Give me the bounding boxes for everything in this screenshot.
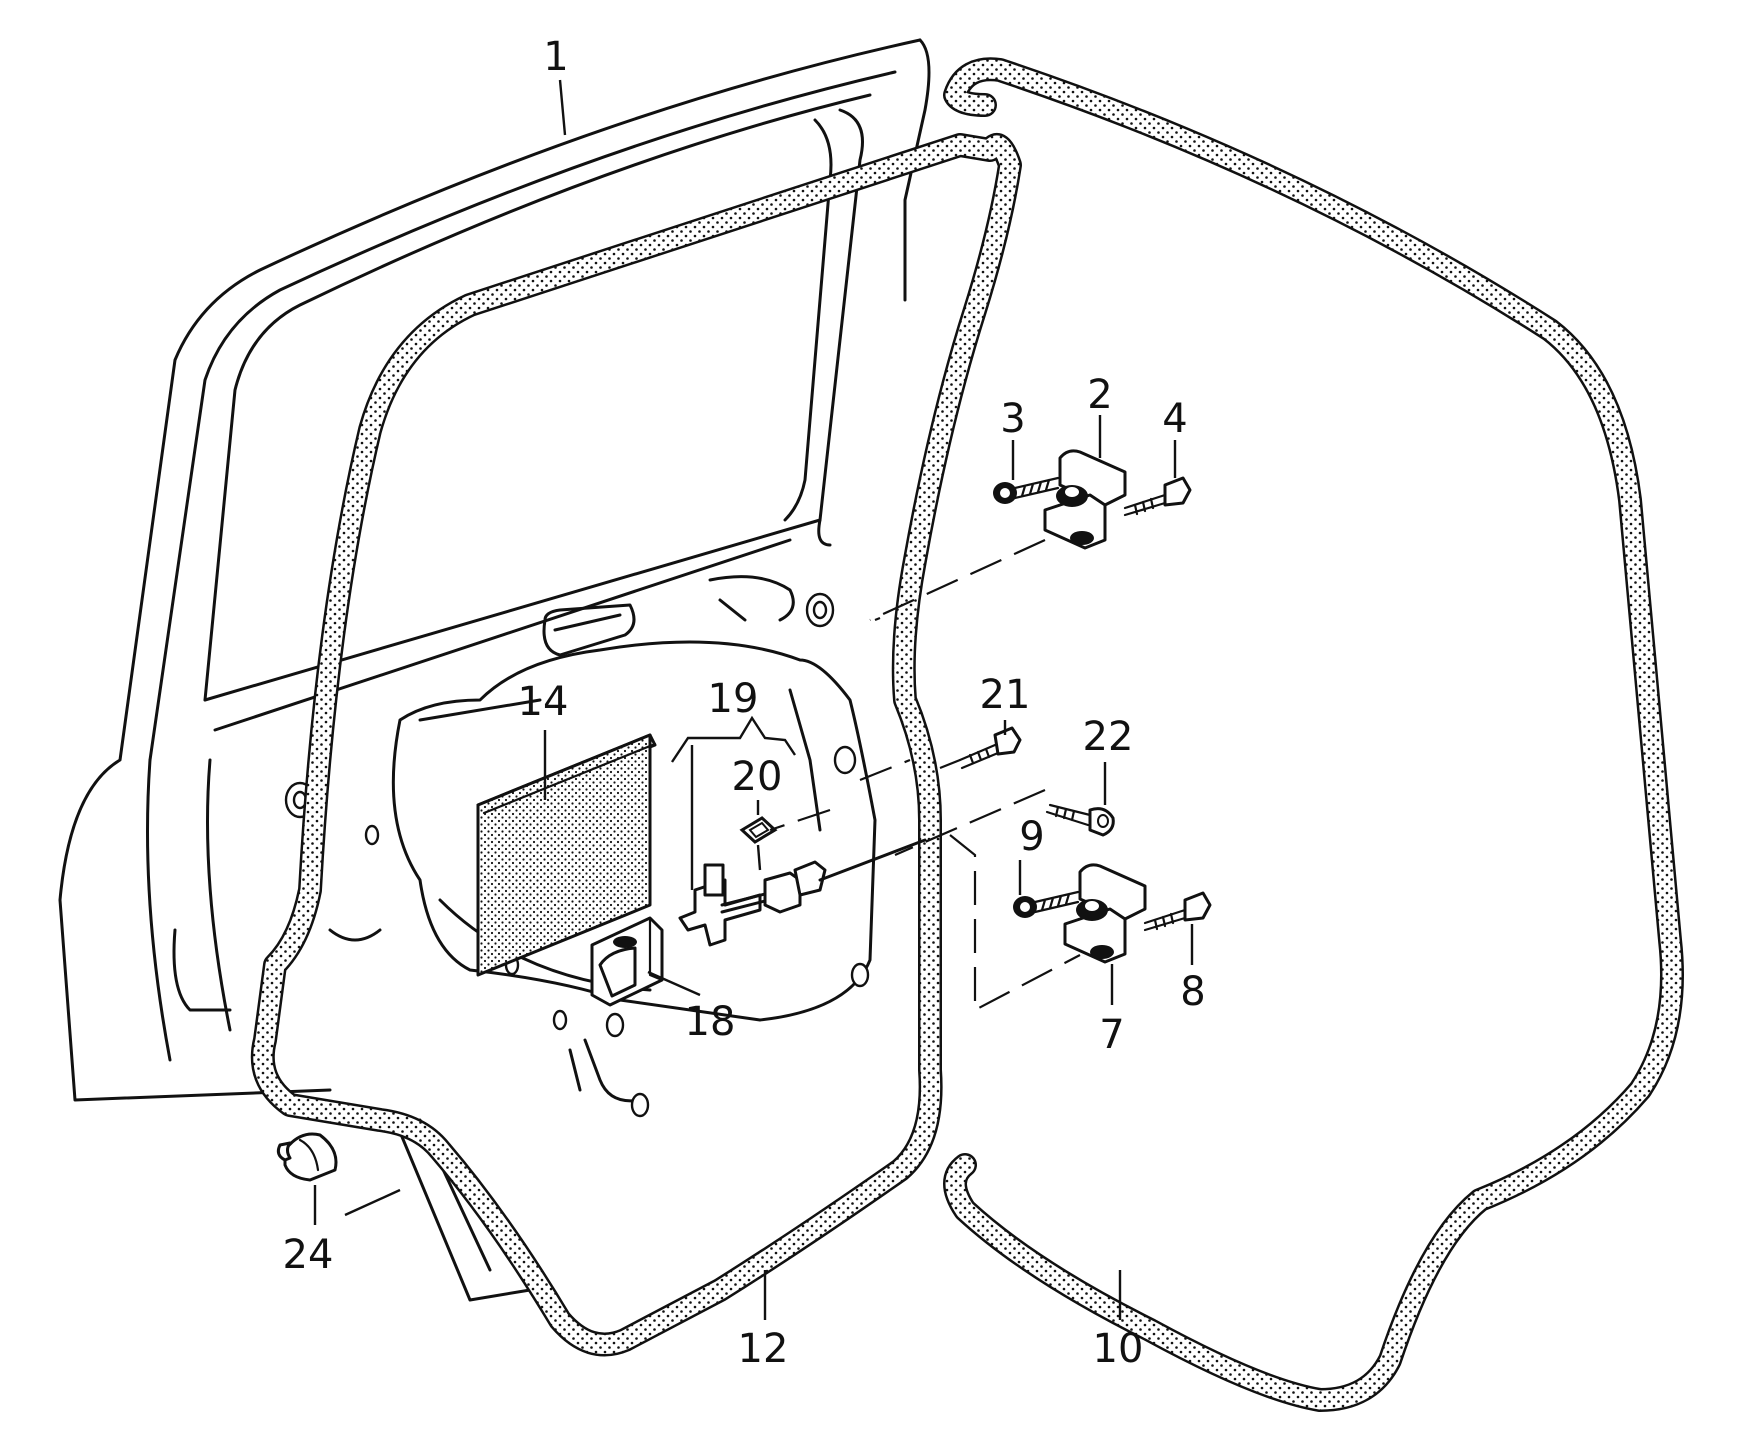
callout-18: 18 xyxy=(685,999,736,1045)
door-stop-bracket xyxy=(590,916,664,1007)
lower-hinge xyxy=(1063,863,1147,964)
door-shell xyxy=(58,38,931,1302)
callout-21: 21 xyxy=(980,672,1031,718)
door-check-strap xyxy=(678,838,927,947)
gasket xyxy=(739,816,778,844)
leader-lines xyxy=(313,79,1194,1320)
callout-2: 2 xyxy=(1087,372,1112,418)
callout-19: 19 xyxy=(708,676,759,722)
door-seal-inner xyxy=(250,133,1022,1357)
callout-9: 9 xyxy=(1019,814,1044,860)
bolt-22 xyxy=(1045,803,1115,837)
callout-20: 20 xyxy=(732,754,783,800)
plug-clip xyxy=(276,1132,338,1182)
callout-10: 10 xyxy=(1093,1326,1144,1372)
callout-22: 22 xyxy=(1083,714,1134,760)
hinge-bolt-4 xyxy=(1123,476,1192,517)
upper-hinge xyxy=(1043,449,1127,550)
assembly-lines xyxy=(769,538,1081,1012)
callout-7: 7 xyxy=(1099,1012,1124,1058)
hinge-bolt-3 xyxy=(993,476,1060,504)
callout-4: 4 xyxy=(1162,396,1187,442)
callout-8: 8 xyxy=(1180,969,1205,1015)
callout-1: 1 xyxy=(543,34,568,80)
bolt-21 xyxy=(958,726,1022,770)
callout-3: 3 xyxy=(1000,396,1025,442)
hinge-bolt-8 xyxy=(1143,891,1212,932)
callout-24: 24 xyxy=(283,1232,334,1278)
foam-pad xyxy=(476,733,657,977)
callout-12: 12 xyxy=(738,1326,789,1372)
callouts: 1 2 3 4 7 8 9 10 12 14 18 19 20 21 22 24 xyxy=(283,34,1206,1372)
callout-14: 14 xyxy=(518,679,569,725)
body-seal-outer xyxy=(943,57,1684,1412)
hinge-bolt-9 xyxy=(1013,890,1080,918)
